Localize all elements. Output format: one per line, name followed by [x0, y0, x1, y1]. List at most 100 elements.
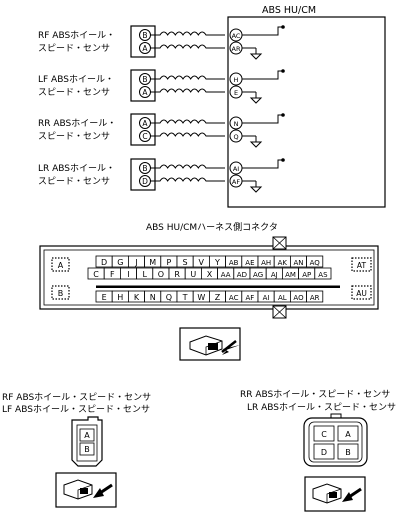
harness-pin-label: R	[174, 270, 180, 279]
sensor-wire	[150, 177, 225, 182]
module-pin-label: AI	[233, 165, 239, 173]
sensor-label-line2: スピード・センサ	[38, 176, 110, 187]
sensor-wire	[150, 88, 225, 93]
module-pin-label: AR	[232, 45, 241, 53]
front-sensor-caption-2: LF ABSホイール・スピード・センサ	[2, 404, 150, 415]
front-connector-pin-a: A	[84, 431, 90, 440]
sensor-wire	[150, 44, 225, 49]
rear-sensor-caption-2: LR ABSホイール・スピード・センサ	[247, 402, 396, 413]
harness-pin-label: AA	[221, 271, 231, 279]
harness-pin-label: M	[149, 258, 156, 267]
front-connector-pin-b: B	[84, 445, 90, 454]
harness-pin-label: AP	[302, 271, 311, 279]
harness-pin-label: AH	[261, 259, 271, 267]
harness-side-label-at: AT	[357, 261, 367, 270]
rear-connector-pin-b: B	[345, 448, 351, 457]
harness-pin-label: AO	[293, 294, 304, 302]
harness-separator-bar	[96, 285, 340, 288]
harness-pin-label: Y	[214, 258, 220, 267]
module-pin-label: H	[234, 76, 239, 84]
harness-pin-label: AG	[253, 271, 263, 279]
harness-side-box-a	[51, 257, 70, 272]
sensor-label-line2: スピード・センサ	[38, 43, 110, 54]
module-pin-label: N	[234, 120, 239, 128]
ground-icon	[249, 97, 263, 104]
harness-pin-label: Z	[215, 293, 221, 302]
harness-side-label-b: B	[58, 289, 64, 298]
rear-sensor-connector: C A D B	[303, 413, 368, 467]
module-pin-label: AF	[232, 178, 240, 186]
harness-side-box-at	[351, 257, 372, 272]
harness-pin-label: AS	[318, 271, 328, 279]
harness-pin-label: V	[199, 258, 205, 267]
harness-pin-label: O	[158, 270, 164, 279]
harness-pin-label: G	[117, 258, 123, 267]
sensor-wire	[150, 119, 225, 124]
harness-pin-label: P	[166, 258, 171, 267]
harness-pin-label: AK	[278, 259, 288, 267]
harness-pin-label: W	[197, 293, 205, 302]
front-sensor-connector: A B	[71, 416, 103, 467]
rear-sensor-caption-1: RR ABSホイール・スピード・センサ	[240, 389, 390, 400]
harness-pin-label: AB	[229, 259, 239, 267]
sensor-label-line1: LF ABSホイール・	[38, 74, 114, 85]
rear-connector-pin-a: A	[345, 430, 351, 439]
ground-icon	[249, 141, 263, 148]
harness-pin-label: AR	[310, 294, 320, 302]
sensor-pin-label: A	[142, 88, 148, 97]
harness-pin-label: K	[134, 293, 140, 302]
sensor-pin-label: A	[142, 44, 148, 53]
sensor-label-line2: スピード・センサ	[38, 87, 110, 98]
harness-pin-label: AJ	[271, 271, 278, 279]
sensor-wire	[150, 164, 225, 169]
harness-pin-label: AN	[293, 259, 303, 267]
harness-pin-label: I	[127, 270, 129, 279]
rear-connector-pin-c: C	[321, 430, 327, 439]
sensor-wire	[150, 132, 225, 137]
sensor-pin-label: A	[142, 119, 148, 128]
harness-pin-label: X	[207, 270, 213, 279]
sensor-pin-label: C	[142, 132, 147, 141]
ground-icon	[249, 53, 263, 60]
harness-pin-label: AF	[245, 294, 254, 302]
sensor-label-line2: スピード・センサ	[38, 131, 110, 142]
harness-pin-label: T	[182, 293, 188, 302]
ground-icon	[249, 186, 263, 193]
module-pin-label: AC	[232, 32, 241, 40]
sensor-wire	[150, 75, 225, 80]
sensor-wire	[150, 31, 225, 36]
harness-connector-title: ABS HU/CMハーネス側コネクタ	[146, 221, 278, 233]
abs-hu-cm-module-box	[227, 16, 386, 208]
sensor-pin-label: B	[142, 75, 147, 84]
sensor-label-line1: RF ABSホイール・	[38, 30, 115, 41]
harness-pin-cell	[314, 267, 332, 280]
harness-pin-label: E	[102, 293, 107, 302]
harness-side-box-au	[351, 285, 372, 300]
module-pin-label: Q	[233, 133, 238, 141]
rear-connector-pin-d: D	[321, 448, 327, 457]
harness-pin-cell	[306, 290, 324, 303]
harness-pin-label: H	[117, 293, 123, 302]
front-plug-icon	[55, 472, 117, 508]
harness-side-label-a: A	[58, 261, 64, 270]
harness-pin-label: C	[93, 270, 99, 279]
harness-plug-icon	[179, 327, 241, 361]
harness-pin-label: L	[142, 270, 147, 279]
harness-pin-label: AC	[229, 294, 239, 302]
harness-pin-label: D	[101, 258, 107, 267]
harness-side-label-au: AU	[356, 289, 367, 298]
sensor-pin-label: D	[142, 177, 148, 186]
harness-pin-label: AQ	[310, 259, 321, 267]
harness-pin-label: AM	[285, 271, 296, 279]
harness-pin-label: AL	[278, 294, 287, 302]
harness-pin-label: AD	[237, 271, 247, 279]
